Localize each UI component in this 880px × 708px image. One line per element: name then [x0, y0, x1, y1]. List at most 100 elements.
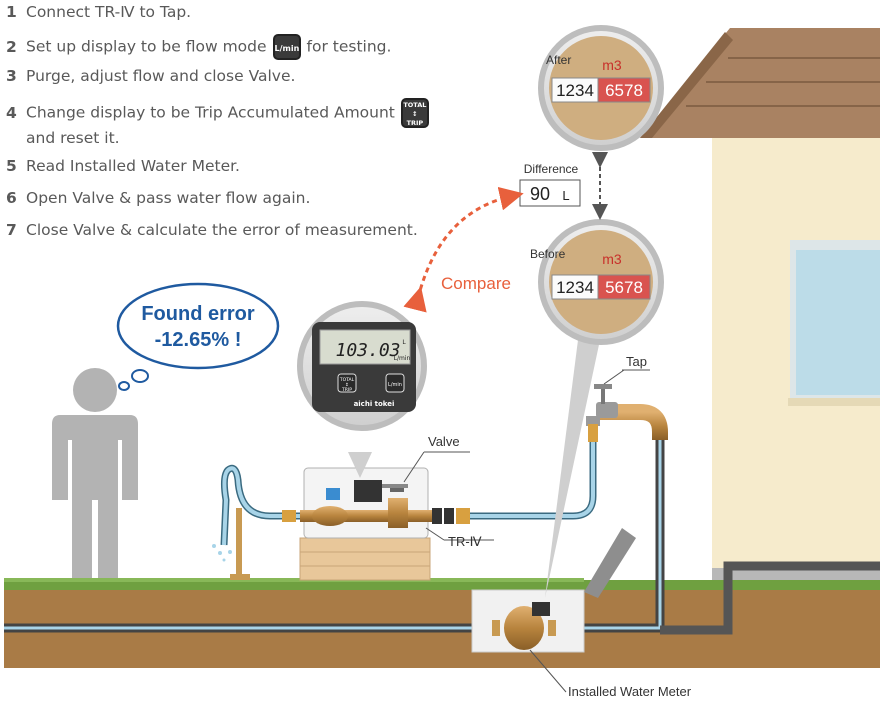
bubble-text-line1: Found error [141, 303, 255, 325]
step-4: 4 Change display to be Trip Accumulated A… [6, 98, 466, 156]
tap-adapter [588, 424, 598, 442]
total-trip-button-icon: TOTAL↕TRIP [400, 98, 429, 128]
grass-strip [4, 580, 880, 590]
house [640, 28, 880, 590]
before-red-digits: 5678 [605, 278, 643, 297]
device-btn-label-total: TOTAL [339, 377, 355, 383]
before-label: Before [530, 247, 566, 261]
device-lcd [319, 329, 411, 365]
installed-meter-body [504, 606, 544, 650]
step-2: 2 Set up display to be flow mode L/min for … [6, 34, 466, 66]
after-meter-callout: After m3 1234 6578 [538, 25, 664, 151]
device-lcd-reading: 103.03 [335, 340, 400, 361]
device-lcd-unit: L [402, 339, 406, 346]
outlet-hose-outline [220, 464, 300, 546]
meter-box-lid [584, 528, 636, 598]
tap-assembly [586, 384, 668, 442]
person-figure [52, 368, 138, 578]
device-lcd-flow-unit: L/min [394, 355, 411, 362]
before-meter-callout: Before m3 1234 5678 [530, 219, 664, 598]
house-roof [640, 28, 880, 138]
tr4-display-unit [354, 480, 382, 502]
window-glass [796, 250, 880, 395]
installed-meter-label: Installed Water Meter [568, 684, 692, 699]
roof-lines [686, 57, 880, 107]
step-text: Connect TR-Ⅳ to Tap. [26, 3, 192, 21]
step-text: Open Valve & pass water flow again. [26, 189, 311, 207]
device-zoom-callout: 103.03 L L/min TOTAL ↕ TRIP L/min aichi … [297, 301, 427, 478]
water-splash [212, 544, 232, 562]
person-head [73, 368, 117, 412]
step-text-after: for testing. [306, 37, 392, 56]
tr4-label: TR-Ⅳ [448, 534, 482, 549]
step-1: 1 Connect TR-Ⅳ to Tap. [6, 2, 466, 34]
compare-arrow [403, 186, 524, 313]
valve-label: Valve [428, 434, 460, 449]
after-unit: m3 [602, 57, 622, 73]
compare-label: Compare [441, 274, 511, 293]
tap-spout [586, 416, 600, 426]
device-btn-label-arrow: ↕ [345, 382, 349, 388]
tap-handle [594, 384, 612, 389]
icon-line-total: TOTAL [403, 101, 427, 109]
step-3: 3 Purge, adjust flow and close Valve. [6, 66, 466, 98]
step-text: Purge, adjust flow and close Valve. [26, 67, 296, 85]
leader-lines [403, 369, 650, 693]
bubble-text-line2: -12.65% ! [155, 329, 242, 351]
flow-mode-button-icon: L/min [272, 34, 301, 60]
before-white-digits: 1234 [556, 278, 594, 297]
installed-meter-register [532, 602, 550, 616]
device-brand: aichi tokei [354, 400, 395, 408]
device-flow-mode-button [385, 373, 405, 393]
difference-label: Difference [524, 162, 579, 176]
before-white-digits-box [551, 274, 599, 300]
step-number: 1 [6, 3, 17, 21]
step-number: 5 [6, 157, 17, 175]
thought-bubble: Found error -12.65% ! [116, 282, 280, 391]
step-number: 2 [6, 37, 17, 56]
person-body [52, 415, 138, 578]
step-number: 4 [6, 103, 17, 122]
difference-value: 90 [530, 184, 550, 204]
after-white-digits: 1234 [556, 81, 594, 100]
step-text: Read Installed Water Meter. [26, 157, 240, 175]
device-flow-btn-label: L/min [388, 382, 402, 388]
icon-line-arrow: ↕ [412, 110, 418, 118]
after-label: After [546, 53, 571, 67]
inlet-coupler [456, 508, 470, 524]
tap-body [596, 402, 618, 418]
step-6: 6 Open Valve & pass water flow again. [6, 188, 466, 220]
step-number: 3 [6, 67, 17, 85]
meter-box [471, 528, 636, 653]
step-5: 5 Read Installed Water Meter. [6, 156, 466, 188]
wooden-stand [299, 537, 431, 581]
tap-label: Tap [626, 354, 647, 369]
after-red-digits: 6578 [605, 81, 643, 100]
step-text: Change display to be Trip Accumulated Am… [26, 103, 395, 122]
difference-indicator: Difference 90 L [519, 152, 608, 220]
step-text-continued: and reset it. [26, 129, 120, 147]
step-number: 6 [6, 189, 17, 207]
tr4-meter-head [326, 488, 340, 500]
icon-line-trip: TRIP [406, 119, 424, 127]
tap-riser-pipe [600, 404, 668, 440]
valve-body [388, 498, 408, 528]
step-text: Set up display to be flow mode [26, 37, 267, 56]
underground-pipe [4, 440, 880, 635]
tr4-case [303, 467, 429, 539]
roof-edge [640, 32, 733, 138]
tr4-test-rig [282, 467, 470, 581]
hose-stand [236, 508, 242, 576]
step-number: 7 [6, 221, 17, 239]
before-red-digits-box [597, 274, 651, 300]
hose-water [470, 442, 595, 518]
before-unit: m3 [602, 251, 622, 267]
difference-box [519, 179, 581, 207]
outlet-coupler [282, 510, 296, 522]
after-red-digits-box [597, 77, 651, 103]
bubble-outline [116, 282, 280, 370]
difference-unit: L [562, 188, 569, 203]
instruction-list: 1 Connect TR-Ⅳ to Tap. 2 Set up display to… [6, 2, 466, 252]
